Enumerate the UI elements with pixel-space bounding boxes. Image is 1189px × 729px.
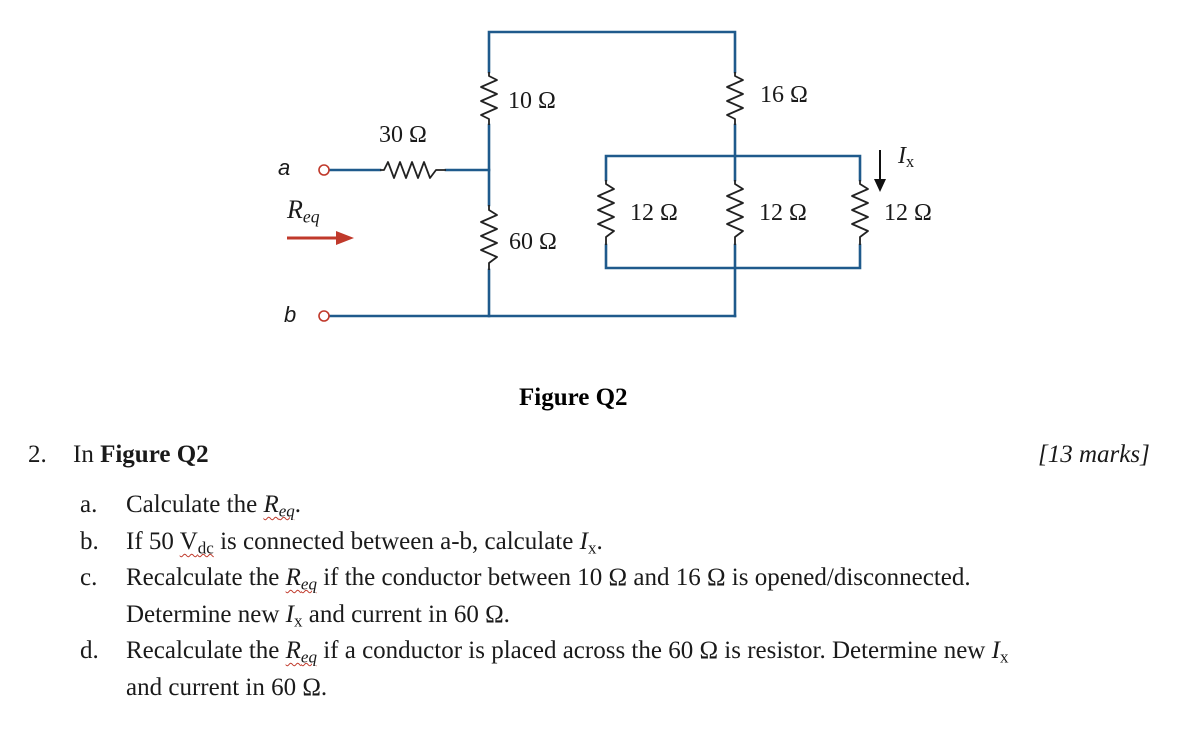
item-c-marker: c. — [80, 564, 98, 591]
item-c-line2: Determine new Ix and current in 60 Ω. — [126, 602, 510, 629]
req-label-sub: eq — [302, 206, 320, 227]
item-b-text2: is connected between a-b, calculate — [213, 528, 580, 555]
terminal-b-node — [318, 310, 330, 322]
terminal-a-label: a — [278, 155, 291, 180]
wire-parallel-top — [604, 154, 862, 182]
item-c: c. Recalculate the Req if the conductor b… — [80, 565, 971, 592]
item-a-req: Req — [263, 491, 295, 521]
item-c-text4: and current in 60 Ω. — [302, 601, 510, 628]
item-d-line2: and current in 60 Ω. — [126, 675, 327, 700]
label-12b-ohm: 12 Ω — [759, 200, 807, 226]
question-marks: [13 marks] — [1038, 441, 1150, 468]
wire-top — [487, 30, 737, 74]
label-10-ohm: 10 Ω — [508, 88, 556, 114]
item-c-text3: Determine new — [126, 601, 286, 628]
question-intro: In — [73, 441, 101, 468]
label-12c-ohm: 12 Ω — [884, 200, 932, 226]
req-label-main: R — [287, 195, 303, 224]
label-16-ohm: 16 Ω — [760, 82, 808, 108]
item-b-ix: Ix — [579, 528, 597, 558]
wire-parallel-bottom — [604, 243, 862, 270]
resistor-12a — [597, 180, 615, 245]
ix-label-main: I — [898, 143, 906, 169]
figure-caption: Figure Q2 — [519, 384, 628, 411]
resistor-12b — [726, 180, 744, 245]
item-d: d. Recalculate the Req if a conductor is … — [80, 638, 1008, 665]
item-d-marker: d. — [80, 637, 99, 664]
item-a: a. Calculate the Req. — [80, 492, 301, 519]
req-arrow-icon — [287, 231, 354, 245]
req-label: Req — [287, 197, 320, 226]
item-c-text1: Recalculate the — [126, 564, 286, 591]
item-d-req: Req — [285, 637, 317, 667]
item-d-text1: Recalculate the — [126, 637, 286, 664]
item-c-req: Req — [285, 564, 317, 594]
item-a-text2: . — [294, 491, 302, 518]
question-number: 2. — [28, 441, 47, 468]
item-b: b. If 50 Vdc is connected between a-b, ca… — [80, 529, 603, 556]
resistor-12c — [851, 180, 869, 245]
item-d-text2: if a conductor is placed across the 60 Ω… — [316, 637, 992, 664]
wires — [328, 30, 862, 318]
item-b-vdc: Vdc — [179, 528, 214, 558]
label-30-ohm: 30 Ω — [379, 122, 427, 148]
ix-label: Ix — [898, 144, 914, 170]
question-figure-ref: Figure Q2 — [100, 441, 209, 468]
ix-label-sub: x — [906, 152, 915, 172]
label-60-ohm: 60 Ω — [509, 229, 557, 255]
item-b-text3: . — [596, 528, 603, 555]
resistor-10 — [480, 72, 498, 125]
item-b-marker: b. — [80, 528, 99, 555]
item-d-ix: Ix — [991, 637, 1009, 667]
item-a-marker: a. — [80, 491, 98, 518]
terminal-a-node — [318, 164, 330, 176]
resistors — [380, 72, 869, 270]
item-c-ix: Ix — [285, 601, 303, 631]
ix-arrow-icon — [874, 150, 886, 192]
resistor-60 — [480, 205, 498, 270]
item-c-text2: if the conductor between 10 Ω and 16 Ω i… — [316, 564, 971, 591]
resistor-30 — [380, 161, 446, 179]
terminal-b-label: b — [284, 302, 297, 327]
item-d-text3: and current in 60 Ω. — [126, 674, 328, 701]
item-b-text1: If 50 — [126, 528, 180, 555]
question-heading: 2. In Figure Q2 — [28, 442, 209, 467]
item-a-text1: Calculate the — [126, 491, 264, 518]
resistor-16 — [726, 72, 744, 125]
label-12a-ohm: 12 Ω — [630, 200, 678, 226]
